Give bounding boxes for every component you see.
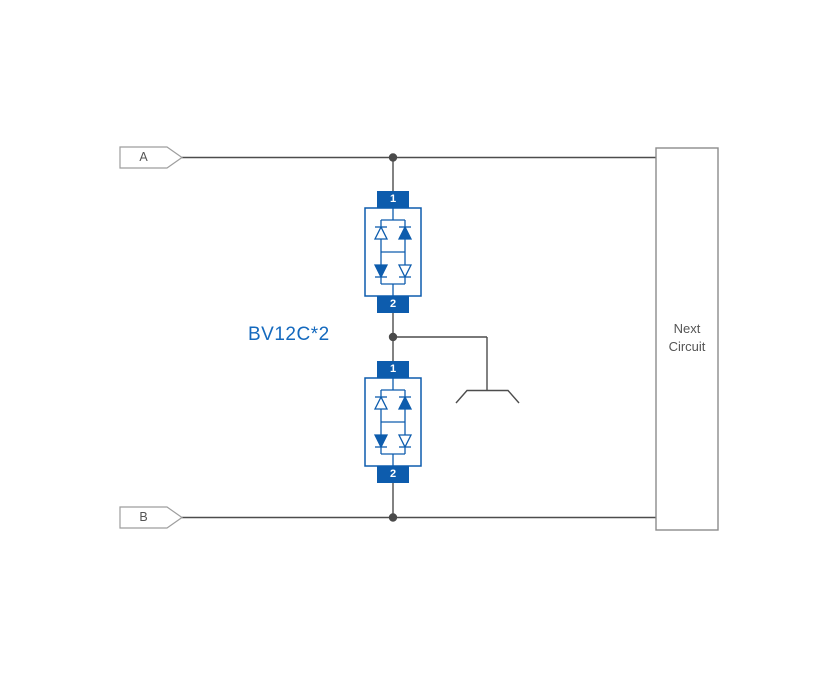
tvs1-pin1-label: 1 (389, 193, 397, 205)
next-circuit-box (655, 147, 719, 531)
tvs1-pin2-label: 2 (389, 298, 397, 310)
ground-icon (455, 389, 520, 404)
next-circuit-label: Next Circuit (668, 321, 706, 354)
tvs2-pin1-label: 1 (389, 363, 397, 375)
tvs2-pin2-label: 2 (389, 468, 397, 480)
tvs-component-1 (364, 190, 422, 314)
connector-b-label: B (139, 510, 148, 524)
connector-a-shape (119, 146, 184, 169)
tvs-component-2 (364, 360, 422, 484)
junction-dot-bottom (388, 513, 398, 522)
junction-dot-top (388, 153, 398, 162)
component-type-label: BV12C*2 (248, 324, 330, 345)
connector-b-shape (119, 506, 184, 529)
connector-a-label: A (139, 150, 148, 164)
junction-dot-middle (388, 332, 398, 342)
